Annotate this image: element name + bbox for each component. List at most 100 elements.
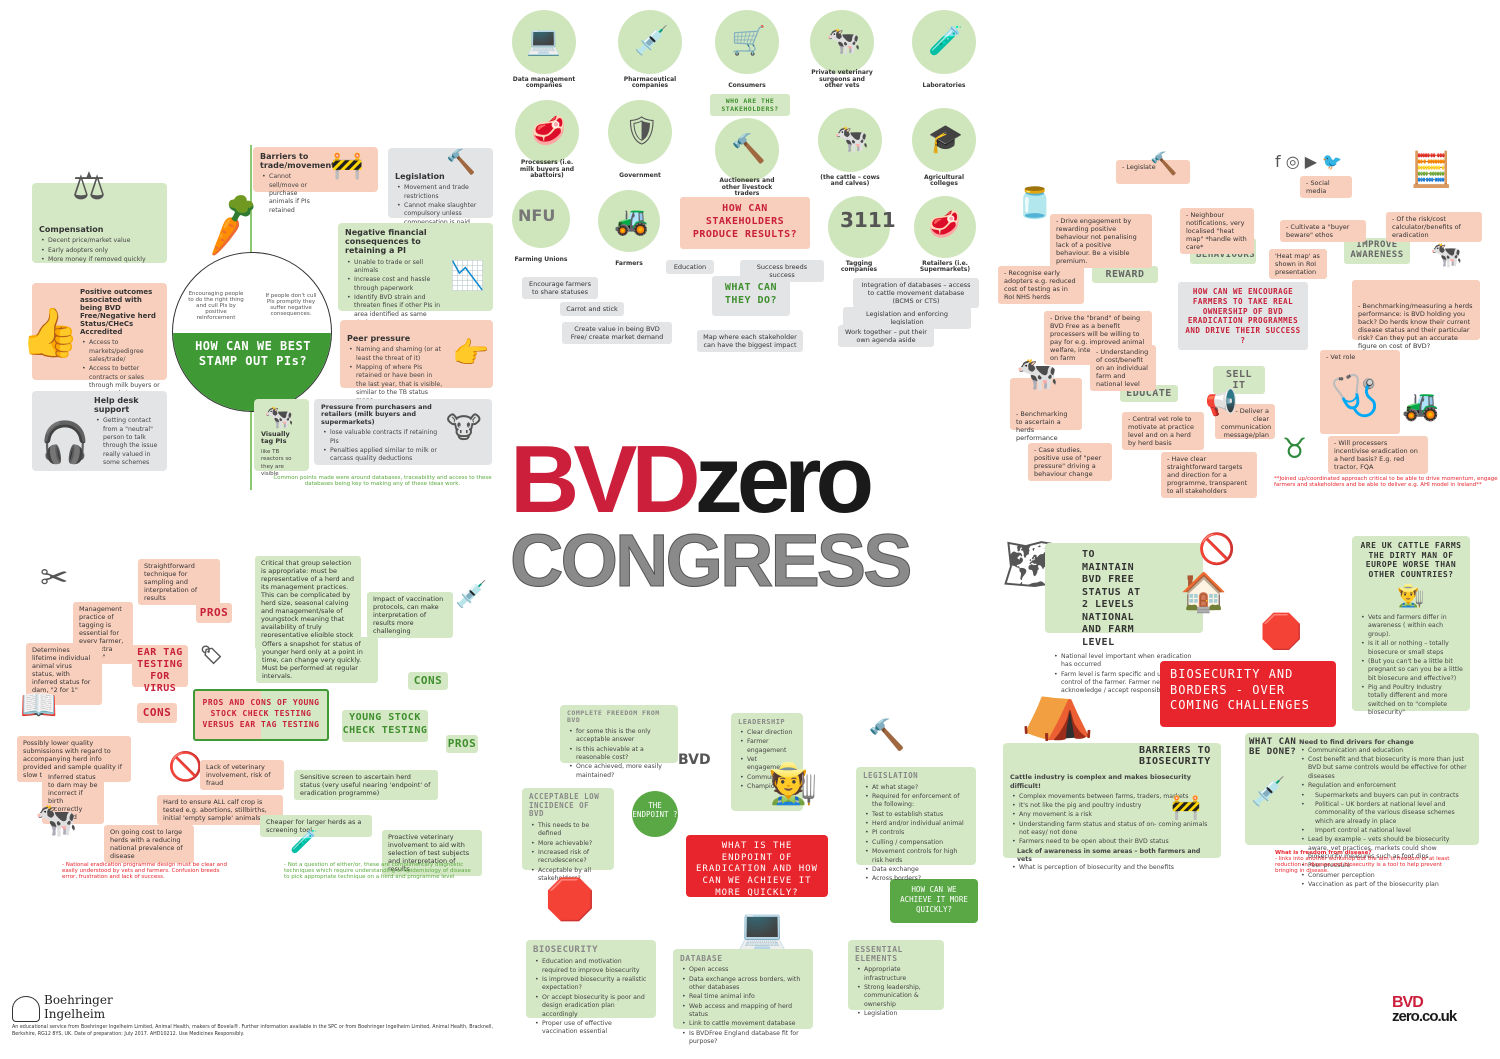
record-book-icon: 📖	[20, 688, 58, 723]
positive-behaviour-jar-icon: 🫙	[1016, 186, 1054, 221]
no-entry-icon: 🚫	[1198, 532, 1236, 567]
reward-label: REWARD	[1092, 266, 1158, 283]
leadership-box: LEADERSHIP Clear direction Farmer engage…	[731, 713, 803, 811]
headset-person-icon: 🎧	[40, 420, 90, 466]
young-pro-item: Proactive veterinary involvement to aid …	[382, 830, 482, 876]
laptop-database-icon: 💻	[736, 905, 789, 954]
proscons-title: PROS AND CONS OF YOUNG STOCK CHECK TESTI…	[193, 689, 329, 741]
laptop-icon: 💻	[526, 24, 561, 57]
ear-pro-item: Determines lifetime individual animal vi…	[26, 643, 102, 705]
social-media-icons: f ◎ ▶ 🐦	[1275, 152, 1343, 171]
compensation-box: ⚖ Compensation Decent price/market value…	[32, 164, 167, 265]
young-cons-label: CONS	[408, 672, 448, 690]
what-can-they-do-title: WHAT CAN THEY DO?	[712, 276, 790, 316]
complete-freedom-box: COMPLETE FREEDOM FROM BVD for some this …	[560, 705, 678, 779]
stakeholder-cattle: 🐄(the cattle – cows and calves)	[818, 108, 882, 187]
cattle-dome-icon: ⛺	[1020, 673, 1095, 743]
maintain-status-box: TO MAINTAIN BVD FREE STATUS AT 2 LEVELS …	[1045, 543, 1203, 694]
improve-awareness-label: IMPROVE AWARENESS	[1344, 238, 1410, 264]
ear-con-item: Inferred status to dam may be incorrect …	[42, 770, 104, 824]
stakeholder-laboratories: 🧪Laboratories	[912, 10, 976, 89]
young-con-item: Critical that group selection is appropr…	[255, 556, 361, 650]
database-box: DATABASE Open access Data exchange acros…	[673, 949, 813, 1045]
thumbs-up-icon: 👍	[20, 305, 80, 361]
sell-it-label: SELL IT	[1213, 366, 1265, 394]
stakeholder-vets: 🐄Private veterinary surgeons and other v…	[810, 10, 874, 89]
visually-tag-box: 🐄 Visually tag PIs like TB reactors so t…	[254, 399, 309, 477]
calculator-icon: 🧮	[1410, 150, 1453, 190]
stamp-out-title: HOW CAN WE BEST STAMP OUT PIs?	[195, 339, 311, 368]
acceptable-low-box: ACCEPTABLE LOW INCIDENCE OF BVD This nee…	[522, 788, 614, 882]
ear-pro-item: Straightforward technique for sampling a…	[138, 559, 220, 605]
tagging-pliers-icon: ✂	[40, 558, 69, 598]
stamp-out-footer: Common points made were around databases…	[273, 475, 492, 487]
note-benchmark-bvd: - Benchmarking/measuring a herds perform…	[1352, 280, 1480, 350]
young-con-item: Impact of vaccination protocols, can mak…	[367, 592, 453, 638]
action-share-statuses: Encourage farmers to share statuses	[522, 277, 598, 299]
gavel-icon: 🔨	[731, 132, 766, 165]
lab-equipment-icon: 🧪	[290, 830, 318, 855]
nfu-logo: NFU	[518, 206, 556, 225]
beef-package-icon: 🥩	[928, 210, 961, 240]
stakeholder-data-management: 💻Data management companies	[512, 10, 576, 89]
cow-on-bvd-icon: 🐄	[1430, 240, 1463, 270]
action-create-value: Create value in being BVD Free/ create m…	[562, 322, 672, 344]
action-legislation: Legislation and enforcing legislation	[843, 307, 971, 329]
gavel-icon: 🔨	[1150, 152, 1178, 177]
note-buyer-beware: - Cultivate a "buyer beware" ethos	[1280, 220, 1366, 242]
endpoint-title: WHAT IS THE ENDPOINT OF ERADICATION AND …	[686, 835, 828, 898]
note-drive-engagement: - Drive engagement by rewarding positive…	[1050, 214, 1152, 268]
note-benchmark: - Benchmarking to ascertain a herds perf…	[1010, 378, 1082, 442]
ear-tag-icon: 3111	[840, 208, 896, 232]
cows-icon: 🐄	[1016, 354, 1059, 394]
purchasers-pressure-box: Pressure from purchasers and retailers (…	[314, 399, 492, 465]
note-processers: - Will processers incentivise eradicatio…	[1328, 436, 1428, 474]
ownership-footer: **Joined up/coordinated approach critica…	[1274, 476, 1498, 488]
farmer-rosette-icon: 🧑‍🌾	[768, 761, 818, 807]
stakeholder-retailers: 🥩Retailers (i.e. Supermarkets)	[914, 196, 976, 273]
produce-results-title: HOW CAN STAKEHOLDERS PRODUCE RESULTS?	[680, 197, 810, 249]
scales-icon: ⚖	[72, 164, 107, 208]
young-pro-item: Sensitive screen to ascertain herd statu…	[294, 770, 438, 800]
stakeholder-colleges: 🎓Agricultural colleges	[912, 108, 976, 187]
syringe-icon: 💉	[634, 24, 669, 57]
action-integration-databases: Integration of databases – access to cat…	[853, 278, 979, 308]
action-success: Success breeds success	[740, 260, 824, 282]
ear-tag-icon: 🏷	[200, 645, 223, 666]
bvdzero-website-link[interactable]: BVD zero.co.uk	[1392, 994, 1457, 1026]
disclaimer-text: An educational service from Boehringer I…	[12, 1025, 494, 1037]
bvd-free-icon: BVD	[678, 752, 711, 768]
stamp-out-circle: Encouraging people to do the right thing…	[172, 252, 332, 412]
farm-quality-assured-logo-icon: ♉	[1282, 432, 1308, 465]
action-work-together: Work together – put their own agenda asi…	[838, 325, 934, 347]
young-stock-label: YOUNG STOCK CHECK TESTING	[342, 710, 428, 742]
quicker-title: HOW CAN WE ACHIEVE IT MORE QUICKLY?	[890, 879, 978, 923]
roadblock-icon: 🚧	[1171, 793, 1201, 821]
anvil-icon: 🐮	[446, 411, 482, 446]
bvdzero-congress-logo: BVDzero CONGRESS	[510, 426, 914, 602]
vaccine-syringe-icon: 💉	[1251, 775, 1286, 808]
ear-con-item: Lack of veterinary involvement, risk of …	[200, 760, 284, 790]
note-recognise: - Recognise early adopters e.g. reduced …	[998, 266, 1084, 304]
biosecurity-endpoint-box: BIOSECURITY Education and motivation req…	[526, 940, 656, 1035]
lab-pipette-icon: 🧪	[928, 24, 963, 57]
action-map-stakeholder: Map where each stakeholder can have the …	[697, 330, 803, 352]
barriers-box: Barriers to trade/movement Cannot sell/m…	[253, 147, 378, 214]
note-targets: - Have clear straightforward targets and…	[1161, 452, 1257, 498]
ear-tag-testing-label: EAR TAG TESTING FOR VIRUS	[132, 645, 188, 694]
hazmat-stop-icon: 🛑	[545, 877, 595, 923]
meat-cuts-icon: 🥩	[531, 114, 566, 147]
stakeholder-processers: 🥩Processers (i.e. milk buyers and abatto…	[515, 100, 579, 179]
megaphone-icon: 📢	[1205, 388, 1238, 418]
gavel-icon: 🔨	[868, 718, 906, 753]
proscons-footer-green: - Not a question of either/or, these are…	[284, 862, 471, 880]
proscons-footer-red: - National eradication programme design …	[62, 862, 227, 880]
young-pro-item: Cheaper for larger herds as a screening …	[260, 815, 372, 837]
what-can-be-done-box: WHAT CAN BE DONE? 💉 Need to find drivers…	[1245, 733, 1479, 890]
crest-icon: 🛡	[624, 114, 660, 147]
legislation-box: 🔨 Legislation Movement and trade restric…	[388, 148, 493, 226]
note-risk-calculator: - Of the risk/cost calculator/benefits o…	[1386, 212, 1482, 242]
vet-with-calf-icon: 🩺	[1330, 373, 1380, 419]
cows-icon: 🐄	[35, 800, 78, 840]
